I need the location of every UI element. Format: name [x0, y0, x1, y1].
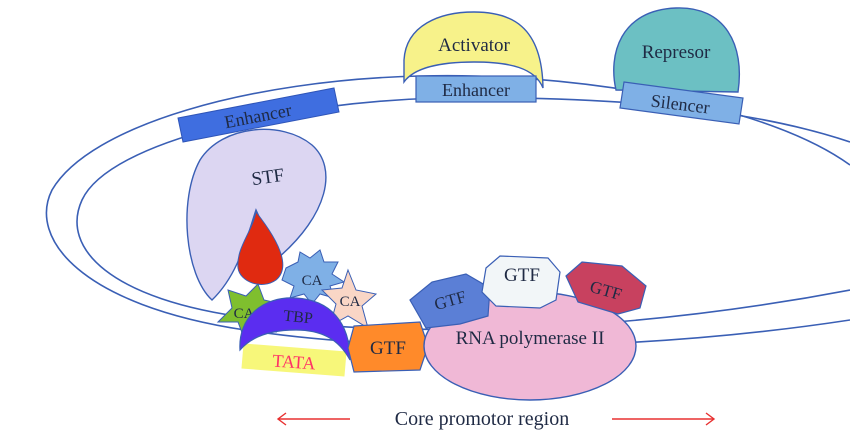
enhancer-top-block — [415, 75, 537, 103]
gtf-blue-shape — [409, 273, 491, 329]
left-arrow-head — [276, 412, 287, 426]
repressor-label: Represor — [642, 42, 711, 63]
core-promoter-region: Core promotor region — [276, 408, 716, 430]
gtf-white-shape — [481, 255, 561, 309]
right-arrow-head — [705, 412, 716, 426]
stf-label: STF — [250, 165, 285, 190]
enhancer-top-label: Enhancer — [442, 80, 510, 100]
core-promoter-label: Core promotor region — [395, 408, 569, 430]
gtf-white-group: GTF — [481, 255, 561, 309]
tata-group: TATA — [241, 343, 347, 377]
gtf-orange-label: GTF — [370, 338, 406, 359]
rna-polymerase-label: RNA polymerase II — [456, 328, 605, 349]
tata-label: TATA — [272, 351, 316, 374]
tata-block — [241, 343, 347, 377]
tbp-group: TBP — [239, 297, 351, 361]
gtf-red-shape — [565, 261, 647, 315]
ca-middle-label: CA — [302, 273, 323, 289]
gtf-white-label: GTF — [504, 265, 540, 286]
activator-label: Activator — [438, 35, 510, 56]
activator-shape — [403, 11, 544, 89]
gtf-blue-group: GTF — [409, 273, 491, 329]
repressor-shape — [613, 7, 740, 93]
gtf-red-group: GTF — [565, 261, 647, 315]
gtf-orange-group: GTF — [347, 321, 429, 373]
enhancer-left-block — [177, 87, 340, 143]
activator-group: Activator Enhancer — [403, 11, 544, 103]
repressor-group: Represor Silencer — [613, 7, 744, 125]
gtf-orange-shape — [347, 321, 429, 373]
tbp-label: TBP — [283, 308, 314, 328]
silencer-block — [619, 81, 744, 125]
ca-right-shape — [320, 268, 378, 330]
stf-group: STF — [186, 128, 327, 301]
ca-right-label: CA — [340, 294, 361, 310]
